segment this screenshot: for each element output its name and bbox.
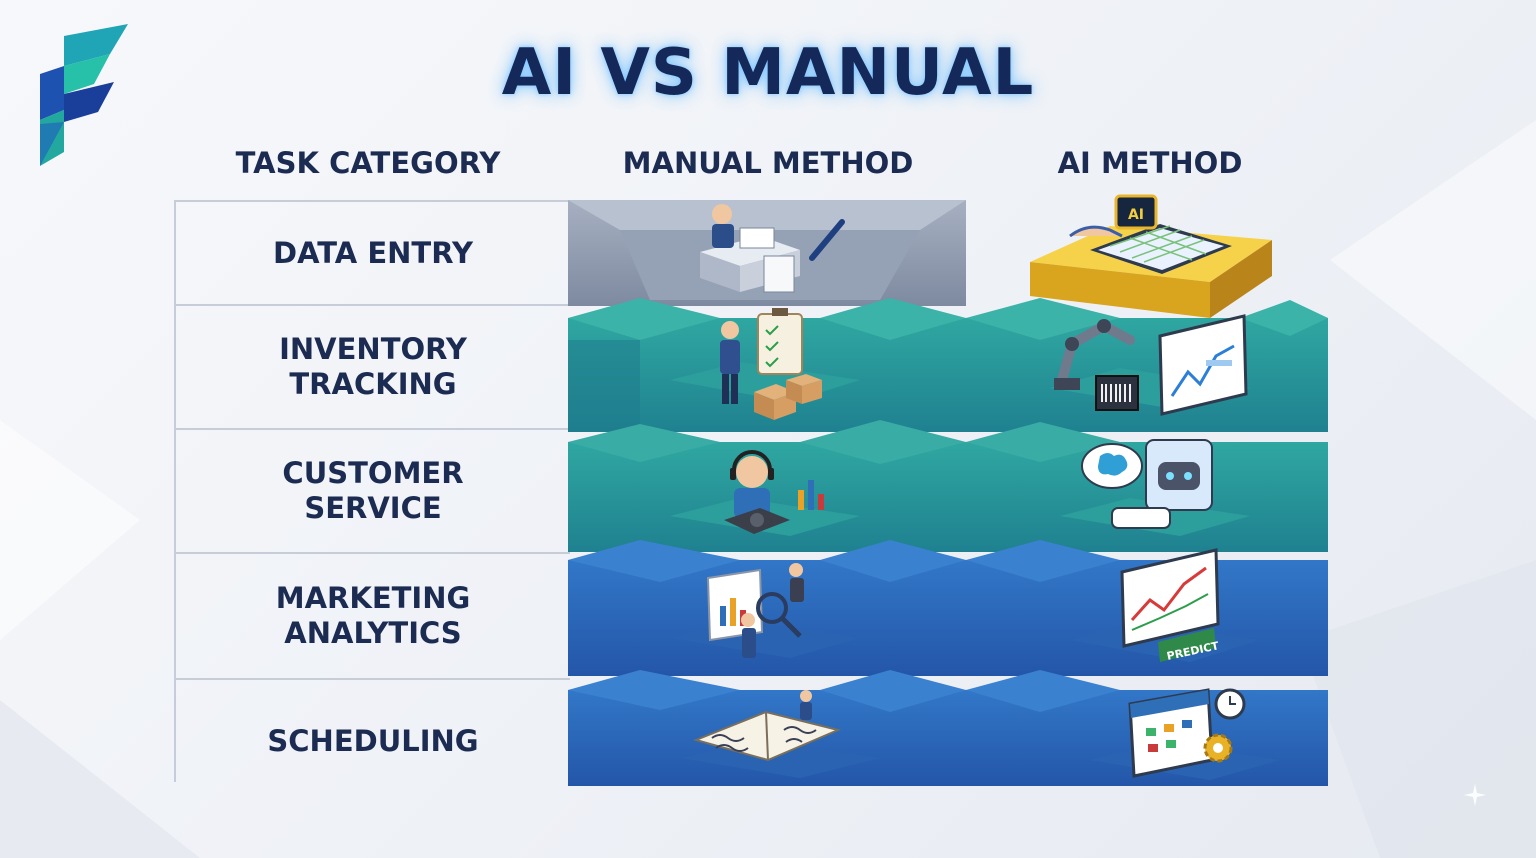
category-customer-service: CUSTOMER SERVICE: [282, 456, 464, 525]
header-ai-method: AI METHOD: [1057, 146, 1243, 180]
chatbot-brain-bubble-icon: [1081, 439, 1213, 529]
office-worker-paperwork-icon: [700, 204, 845, 293]
header-manual-method: MANUAL METHOD: [622, 146, 914, 180]
manual-block-customer-service: [568, 420, 966, 552]
brand-logo: [40, 24, 128, 166]
category-inventory-tracking: INVENTORY TRACKING: [279, 332, 467, 401]
header-task-category: TASK CATEGORY: [235, 146, 501, 180]
sparkle-icon: [1464, 784, 1486, 806]
handwritten-planner-book-icon: [692, 690, 842, 762]
predict-dashboard-icon: PREDICT: [1120, 548, 1220, 663]
clipboard-boxes-worker-icon: [720, 308, 822, 420]
row-divider: [174, 304, 570, 306]
row-divider: [174, 428, 570, 430]
category-data-entry: DATA ENTRY: [273, 235, 473, 270]
magnifier-chart-analyst-icon: [706, 563, 804, 658]
column-border: [174, 200, 176, 782]
task-category-column: DATA ENTRY INVENTORY TRACKING CUSTOMER S…: [174, 200, 570, 782]
ai-block-inventory: [966, 298, 1328, 432]
ai-chip-badge: AI: [1128, 207, 1144, 223]
ai-chip-tablet-spreadsheet-icon: [1069, 194, 1232, 274]
row-divider: [174, 552, 570, 554]
headset-agent-phone-icon: [724, 450, 824, 534]
page-title: AI VS MANUAL: [501, 36, 1035, 110]
category-marketing-analytics: MARKETING ANALYTICS: [275, 581, 471, 650]
row-divider: [174, 200, 570, 202]
calendar-clock-gear-icon: [1128, 688, 1246, 778]
category-scheduling: SCHEDULING: [267, 723, 479, 758]
row-divider: [174, 678, 570, 680]
robot-arm-barcode-dashboard-icon: [1054, 314, 1248, 416]
manual-block-marketing: [568, 540, 966, 676]
